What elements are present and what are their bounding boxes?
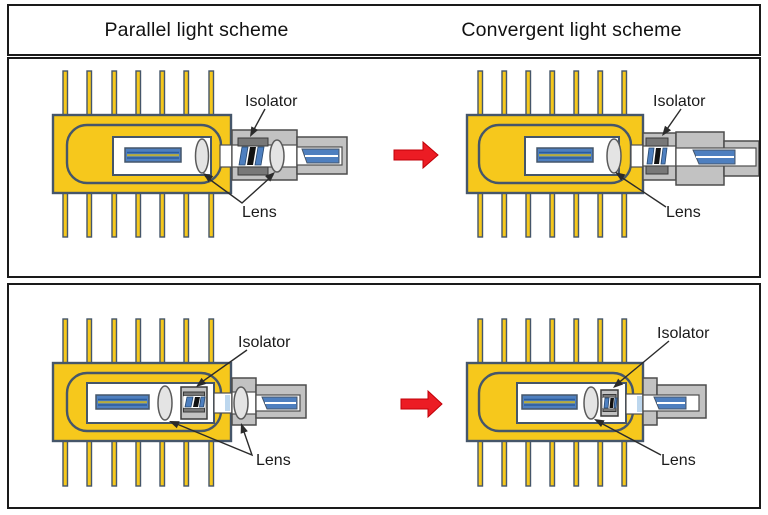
isolator-label: Isolator [657,325,710,342]
laser-chip [536,147,594,163]
feedthrough-window [630,144,644,168]
transition-arrow [400,389,443,419]
first-lens [157,385,173,421]
lens-label: Lens [666,204,701,221]
optical-isolator [180,386,208,420]
window-glass [225,395,230,411]
header: Parallel light scheme Convergent light s… [7,4,761,56]
package-pins-top [62,70,215,116]
package-pins-bottom [62,440,215,487]
optical-isolator [645,137,669,175]
optical-fiber [653,396,687,410]
optical-fiber [301,148,340,164]
lens-pointer-lines [203,172,275,204]
device-convergent-internal: Isolator Lens [465,318,710,487]
internal-isolator-panel: Isolator Lens [7,283,761,509]
isolator-pointer-arrow [662,108,682,136]
package-pins-top [477,318,628,364]
isolator-pointer-arrow [250,108,266,137]
laser-chip [95,394,150,410]
package-pins-top [477,70,628,116]
lens-pointer-lines [169,421,254,457]
bottom-row-diagram: Isolator Lens [51,318,710,487]
optical-fiber [692,149,736,165]
first-lens [194,138,210,174]
laser-chip [521,394,578,410]
left-scheme-title: Parallel light scheme [104,18,289,41]
isolator-pointer-arrow [613,340,670,388]
right-scheme-title: Convergent light scheme [461,18,682,41]
device-parallel-internal: Isolator Lens [51,318,307,487]
package-pins-top [62,318,215,364]
lens-pointer-lines [594,419,662,456]
single-lens [606,138,622,174]
optical-fiber [261,396,298,410]
external-isolator-panel: Isolator Lens [7,57,761,278]
isolator-pointer-arrow [196,349,248,387]
optical-isolator [237,137,269,176]
feedthrough-window [219,144,233,168]
lens-pointer-lines [615,172,667,208]
optical-isolator [600,389,619,417]
lens-label: Lens [256,452,291,469]
isolator-label: Isolator [245,93,298,110]
window-glass [637,396,642,412]
single-lens [583,386,599,420]
second-lens [269,139,285,173]
laser-chip [124,147,182,163]
device-convergent-external: Isolator Lens [465,70,759,238]
transition-arrow [393,140,439,170]
package-pins-bottom [477,440,628,487]
lens-label: Lens [661,452,696,469]
top-row-diagram: Isolator Lens [51,70,759,238]
isolator-label: Isolator [653,93,706,110]
package-pins-bottom [62,192,215,238]
isolator-label: Isolator [238,334,291,351]
package-pins-bottom [477,192,628,238]
lens-label: Lens [242,204,277,221]
device-parallel-external: Isolator Lens [51,70,348,238]
second-lens [233,386,249,420]
